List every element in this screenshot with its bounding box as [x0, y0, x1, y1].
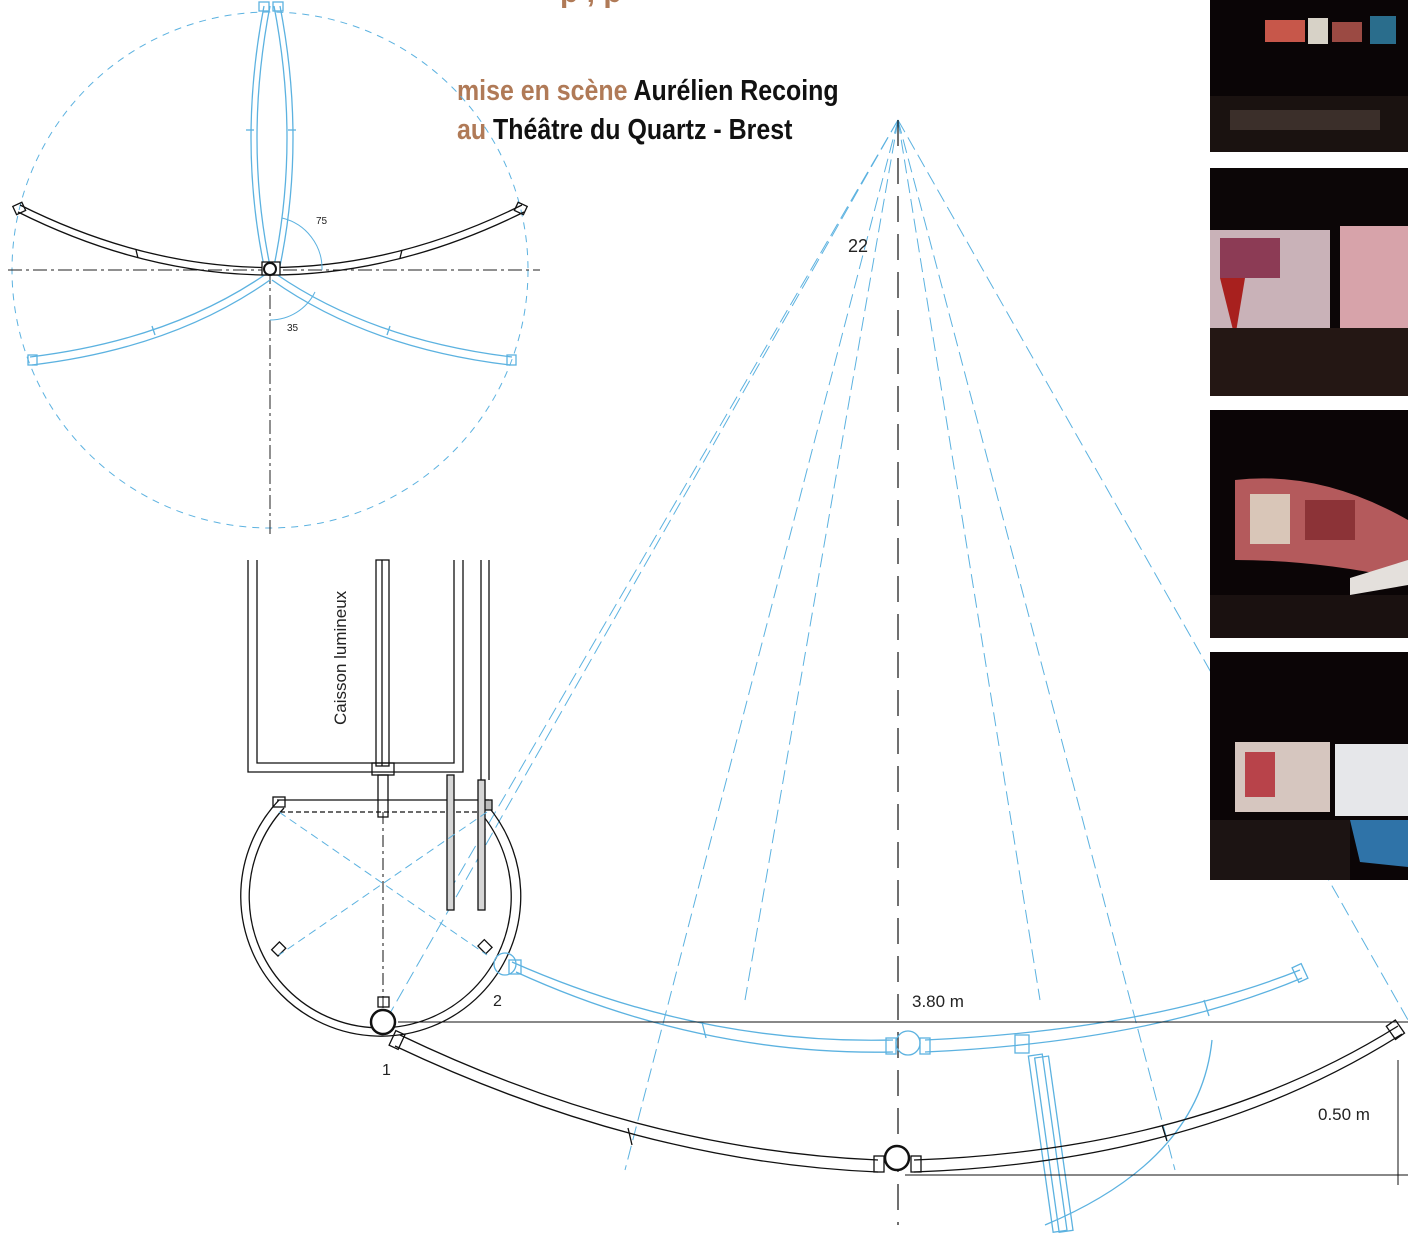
- credits-line-1: mise en scène Aurélien Recoing: [457, 72, 839, 111]
- blue-ghost-panels: [493, 952, 1309, 1234]
- cropped-title: p , p: [560, 0, 1030, 8]
- angle-arc-75: [281, 217, 323, 271]
- credits-block: mise en scène Aurélien Recoing au Théâtr…: [457, 72, 839, 150]
- caisson-label: Caisson lumineux: [331, 590, 350, 725]
- blue-swing-arcs: [27, 273, 517, 366]
- credit-prefix-venue: au: [457, 114, 487, 146]
- stage-photo-4-image: [1210, 652, 1408, 880]
- stage-photo-1: [1210, 0, 1408, 152]
- pivot-label-1: 1: [382, 1062, 391, 1079]
- pivot-1: [369, 1008, 397, 1036]
- width-dimension-label: 3.80 m: [912, 992, 964, 1011]
- stage-photo-4: [1210, 652, 1408, 880]
- angle-label-35: 35: [287, 323, 299, 334]
- central-pivot: [263, 262, 277, 276]
- height-label: 22: [848, 236, 868, 256]
- pivot-center: [883, 1144, 911, 1172]
- stage-photo-3: [1210, 410, 1408, 638]
- depth-dimension-label: 0.50 m: [1318, 1105, 1370, 1124]
- vertical-leaves: [246, 1, 296, 267]
- rotation-diagram: 75 35: [8, 1, 540, 535]
- stage-photo-2-image: [1210, 168, 1408, 396]
- credits-line-2: au Théâtre du Quartz - Brest: [457, 111, 839, 150]
- pivot-label-2: 2: [493, 993, 502, 1010]
- angle-label-75: 75: [316, 216, 328, 227]
- caisson-lumineux: [247, 559, 490, 818]
- stage-photo-1-image: [1210, 0, 1408, 152]
- stage-photo-2: [1210, 168, 1408, 396]
- black-panels: [388, 1019, 1406, 1173]
- stage-photo-3-image: [1210, 410, 1408, 638]
- credit-prefix-direction: mise en scène: [457, 75, 628, 107]
- rotunda-cross: [278, 811, 488, 956]
- title-fragment: p , p: [560, 0, 1030, 8]
- sight-lines: [384, 119, 1408, 1171]
- credit-director-name: Aurélien Recoing: [633, 75, 839, 107]
- angle-arc-35: [269, 291, 316, 321]
- credit-venue-name: Théâtre du Quartz - Brest: [493, 114, 793, 146]
